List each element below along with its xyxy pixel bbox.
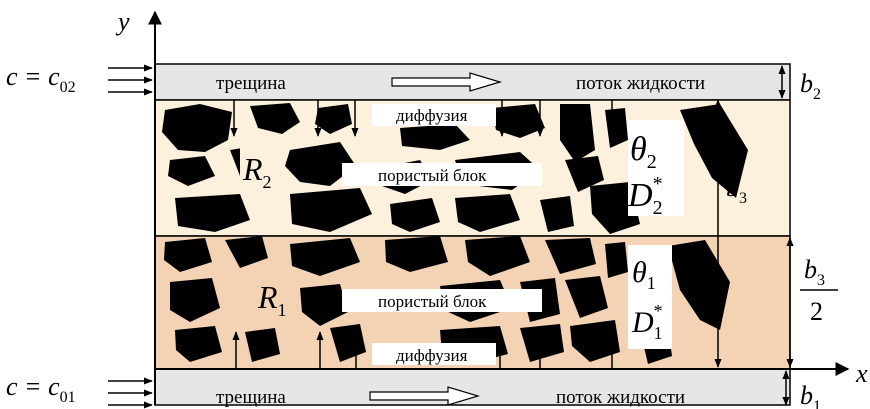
bottom-flow-label: поток жидкости bbox=[556, 387, 685, 408]
svg-text:b3: b3 bbox=[804, 255, 825, 289]
upper-diffusion-label: диффузия bbox=[396, 106, 468, 125]
lower-diffusion-label: диффузия bbox=[396, 346, 468, 365]
inlet-arrows-top bbox=[108, 64, 153, 96]
label-boxes bbox=[240, 104, 684, 365]
theta-1: θ1 bbox=[632, 256, 656, 293]
grains-upper bbox=[162, 103, 748, 234]
top-fracture-label: трещина bbox=[216, 73, 286, 94]
top-inlet-label: c = c02 bbox=[6, 62, 76, 96]
dim-label-b1: b1 bbox=[800, 381, 821, 409]
dim-label-b2: b2 bbox=[800, 69, 821, 103]
svg-text:2: 2 bbox=[810, 297, 823, 326]
theta-2: θ2 bbox=[630, 131, 657, 173]
flow-arrow-bottom bbox=[369, 386, 481, 406]
bottom-fracture bbox=[154, 368, 791, 406]
diffusion-arrows-down bbox=[230, 100, 616, 137]
lower-block-label: пористый блок bbox=[378, 292, 487, 311]
diffusion-arrows-up bbox=[232, 331, 616, 369]
flow-arrow-top bbox=[391, 72, 503, 92]
upper-block-label: пористый блок bbox=[378, 166, 487, 185]
x-axis-label: x bbox=[855, 359, 868, 388]
dim-label-b3: b3 bbox=[726, 173, 747, 207]
bottom-fracture-label: трещина bbox=[216, 387, 286, 408]
region-r1: R1 bbox=[257, 279, 287, 320]
bottom-inlet-label: c = c01 bbox=[6, 372, 76, 406]
diff-coef-d2: D2* bbox=[627, 173, 663, 219]
top-flow-label: поток жидкости bbox=[576, 73, 705, 94]
dim-label-b3-half: b3 2 bbox=[800, 255, 838, 326]
region-r2: R2 bbox=[242, 151, 272, 192]
inlet-arrows-bottom bbox=[108, 377, 153, 409]
y-axis-label: y bbox=[115, 7, 130, 36]
diff-coef-d1: D1* bbox=[631, 301, 663, 343]
